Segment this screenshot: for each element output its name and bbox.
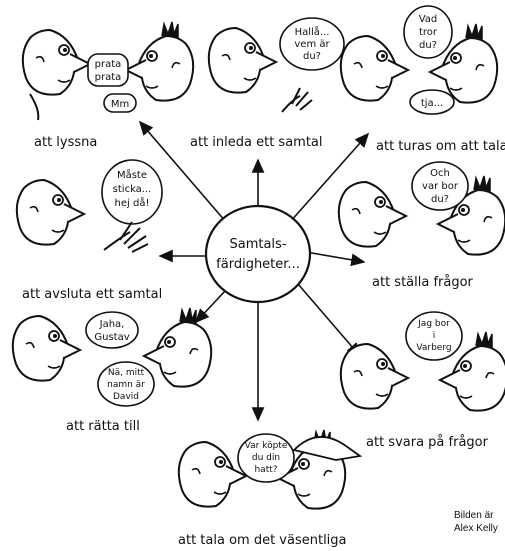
arrows	[138, 120, 370, 422]
bubble-line: namn är	[107, 380, 145, 390]
bubble-line: Jaha,	[99, 319, 125, 330]
bubble-line: du?	[431, 194, 449, 205]
arrow-correct	[194, 289, 227, 324]
label-turns: att turas om att tala	[376, 139, 505, 154]
bubble-line: var bor	[422, 181, 459, 192]
cap-icon	[292, 436, 363, 461]
speech-bubble	[403, 5, 453, 59]
label-correct: att rätta till	[66, 419, 140, 434]
face-icon	[339, 35, 409, 102]
label-ask: att ställa frågor	[372, 275, 474, 290]
face-icon	[143, 307, 213, 388]
bubble-line: Varberg	[416, 343, 451, 353]
speech-bubble	[85, 311, 139, 349]
label-start: att inleda ett samtal	[190, 135, 323, 150]
bubble-line: du?	[303, 51, 321, 62]
bubble-line: Var köpte	[245, 441, 288, 451]
face-icon	[21, 29, 91, 96]
speech-bubble	[97, 361, 155, 407]
bubble-line: hej då!	[115, 196, 150, 209]
arrow-answer	[297, 283, 362, 358]
scene-end: Måste sticka... hej då! att avsluta ett …	[15, 159, 163, 302]
face-icon	[15, 179, 85, 246]
scene-turns: Vad tror du? tja... att turas om att tal…	[339, 5, 505, 154]
bubble-line: Gustav	[94, 332, 129, 343]
speech-bubble	[101, 159, 163, 225]
waving-hand-icon	[103, 221, 149, 253]
speech-bubble	[103, 93, 137, 113]
bubble-line: Mm	[111, 99, 129, 110]
bubble-line: David	[113, 392, 139, 402]
waving-hand-icon	[281, 87, 313, 113]
bubble-line: Hallå...	[295, 25, 330, 38]
scene-ask: Och var bor du? att ställa frågor	[337, 161, 505, 290]
credit-line-1: Bilden är	[454, 510, 494, 521]
face-icon	[339, 343, 409, 410]
speech-bubble	[411, 161, 469, 211]
center-line-1: Samtals-	[229, 237, 286, 252]
face-icon	[177, 441, 247, 508]
face-icon	[337, 181, 407, 248]
label-listen: att lyssna	[34, 135, 97, 150]
face-icon	[207, 27, 277, 94]
credit-line-2: Alex Kelly	[454, 523, 498, 534]
speech-bubble	[279, 17, 345, 71]
label-answer: att svara på frågor	[366, 435, 489, 450]
arrow-turns	[289, 132, 370, 223]
bubble-line: vem är	[294, 39, 330, 50]
scene-answer: Jag bor i Varberg att svara på frågor	[339, 311, 505, 450]
bubble-line: i	[433, 331, 436, 341]
face-icon	[125, 21, 195, 102]
speech-bubble	[237, 433, 295, 483]
speech-bubble	[409, 89, 455, 115]
label-end: att avsluta ett samtal	[22, 287, 162, 302]
arrow-ask	[305, 251, 366, 267]
center-hub: Samtals- färdigheter...	[204, 204, 312, 304]
bubble-line: Nä, mitt	[108, 368, 145, 378]
bubble-line: du din	[252, 453, 280, 463]
bubble-line: du?	[419, 40, 437, 51]
neck-icon	[29, 93, 40, 121]
arrow-listen	[138, 120, 227, 223]
bubble-line: Och	[430, 168, 450, 179]
bubble-line: Jag bor	[417, 319, 450, 329]
scene-essential: Var köpte du din hatt? att tala om det v…	[177, 429, 363, 548]
bubble-line: Vad	[419, 14, 438, 25]
bubble-line: tror	[419, 27, 438, 38]
bubble-line: Måste	[117, 168, 147, 181]
center-line-2: färdigheter...	[216, 257, 300, 272]
label-essential: att tala om det väsentliga	[178, 533, 347, 548]
scene-listen: prata prata Mm att lyssna	[21, 21, 195, 150]
bubble-line: prata	[95, 72, 122, 83]
bubble-line: sticka...	[113, 184, 152, 195]
scene-start: Hallå... vem är du? att inleda ett samta…	[190, 17, 345, 150]
bubble-line: hatt?	[254, 465, 277, 475]
face-icon	[11, 315, 81, 382]
bubble-line: tja...	[421, 98, 443, 109]
speech-bubble	[87, 53, 129, 87]
bubble-line: prata	[95, 59, 122, 70]
speech-bubble	[405, 311, 463, 361]
scene-correct: Jaha, Gustav Nä, mitt namn är David att …	[11, 307, 213, 434]
